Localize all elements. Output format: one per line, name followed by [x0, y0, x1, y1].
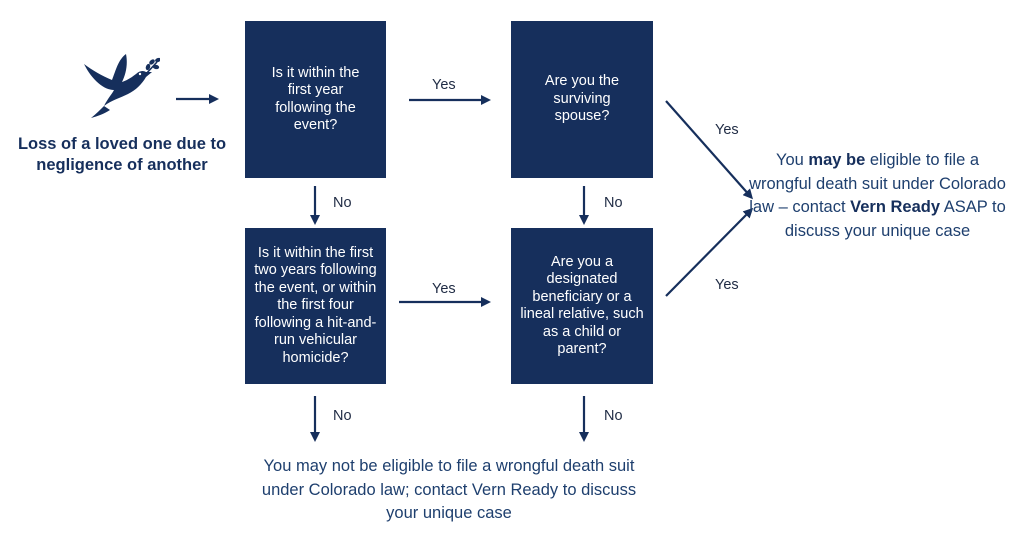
arrow-q4-to-eligible [665, 207, 754, 297]
question-box-surviving-spouse: Are you the surviving spouse? [511, 21, 653, 178]
start-node-text: Loss of a loved one due to negligence of… [17, 135, 227, 174]
question-box-two-years: Is it within the first two years followi… [245, 228, 386, 384]
outcome-eligible-emphasis-may-be: may be [808, 151, 866, 169]
question-two-years-text: Is it within the first two years followi… [254, 244, 377, 366]
question-first-year-text: Is it within the first year following th… [271, 64, 360, 134]
outcome-eligible-part1: You [775, 151, 809, 169]
outcome-eligible-emphasis-name: Vern Ready [850, 198, 941, 216]
question-beneficiary-text: Are you a designated beneficiary or a li… [520, 253, 644, 358]
edge-label-q1-no: No [333, 195, 352, 211]
question-surviving-spouse-text: Are you the surviving spouse? [544, 73, 620, 125]
question-box-first-year: Is it within the first year following th… [245, 21, 386, 178]
outcome-not-eligible: You may not be eligible to file a wrongf… [261, 457, 637, 522]
edge-label-q4-no: No [604, 408, 623, 424]
outcome-eligible: You may be eligible to file a wrongful d… [745, 149, 1010, 243]
edge-label-q2-yes: Yes [715, 122, 739, 138]
dove-icon [84, 54, 160, 118]
arrow-q2-to-eligible [665, 100, 753, 200]
outcome-eligible-part5: ASAP to discuss your unique case [784, 198, 1006, 240]
outcome-eligible-part3: eligible to file a wrongful death suit u… [749, 151, 1006, 216]
edge-label-q2-no: No [604, 195, 623, 211]
edge-label-q1-yes: Yes [432, 77, 456, 93]
edge-label-q4-yes: Yes [715, 277, 739, 293]
edge-label-q3-no: No [333, 408, 352, 424]
edge-label-q3-yes: Yes [432, 281, 456, 297]
question-box-beneficiary: Are you a designated beneficiary or a li… [511, 228, 653, 384]
